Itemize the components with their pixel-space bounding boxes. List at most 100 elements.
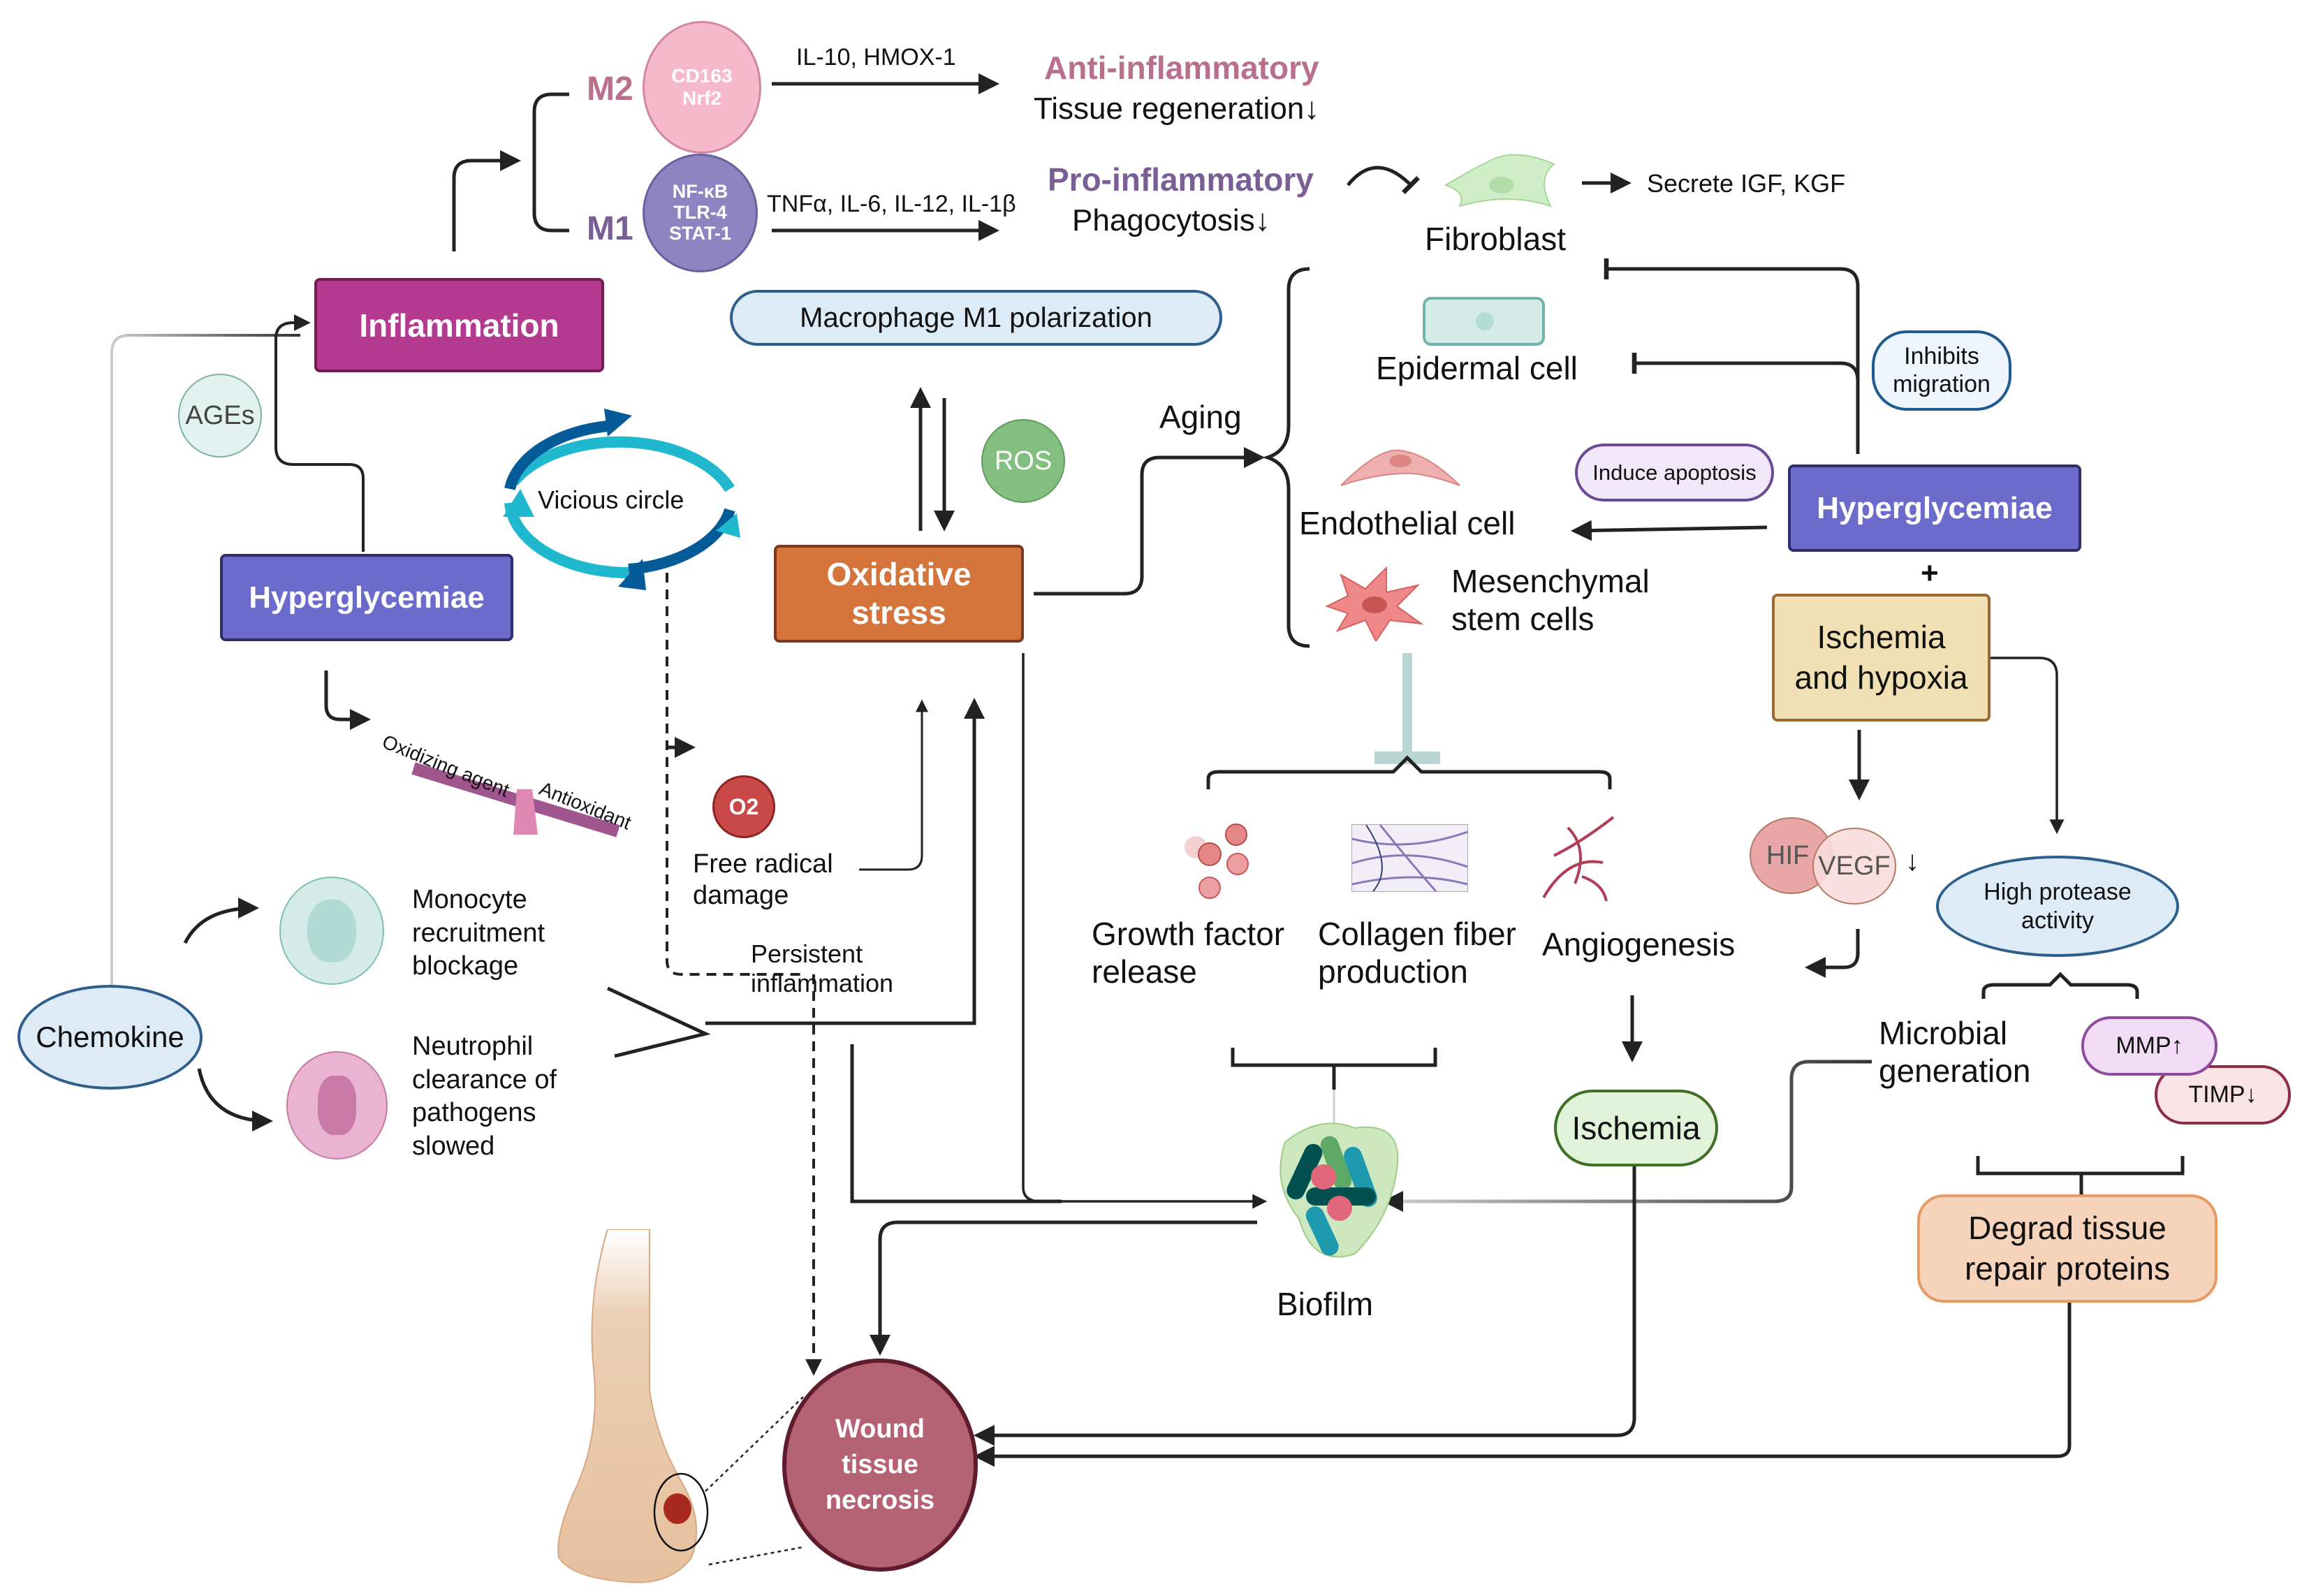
inhibits-migration-line: Inhibits [1904,343,1979,370]
arrow-degrad-wound [974,1303,2072,1467]
chemokine-ellipse: Chemokine [17,985,203,1090]
monocyte-label: Monocyte recruitment blockage [412,884,545,983]
angiogenesis-icon [1540,814,1617,902]
growth-factor-line: Growth factor [1092,916,1285,952]
fibroblast-cell-icon [1439,150,1557,213]
arrow-persistent-biofilm [850,1044,1062,1203]
arrow-hyper-to-inflammation [274,314,365,552]
vegf-down-arrow: ↓ [1905,846,1919,877]
monocyte-line: blockage [412,951,519,981]
arrow-ischemia-protease [1991,657,2065,835]
persistent-inflammation-line: inflammation [751,969,894,998]
m1-macrophage-cell: NF-κB TLR-4 STAT-1 [643,154,758,272]
inhibits-migration-line: migration [1893,370,1991,397]
vegf-label: VEGF [1818,851,1891,881]
converge-chevron [606,986,711,1058]
wound-tissue-necrosis-circle: Wound tissue necrosis [782,1359,978,1572]
hyperglycemia-left-label: Hyperglycemiae [249,580,485,615]
m2-marker: Nrf2 [682,87,721,109]
microbial-line: Microbial [1879,1015,2008,1051]
ischemia-label: Ischemia [1571,1110,1701,1146]
m2-label: M2 [587,71,633,108]
neutrophil-line: clearance of [412,1064,557,1094]
free-radical-line: damage [693,880,789,910]
chemokine-label: Chemokine [36,1020,184,1053]
epidermal-cell-label: Epidermal cell [1376,350,1578,386]
wound-line: Wound [835,1414,925,1444]
arrow-free-radical-oxidative [859,699,928,871]
arrow-microbial-biofilm [1382,1060,1872,1212]
hyperglycemia-left-box: Hyperglycemiae [220,554,513,641]
inhibits-migration-pill: Inhibits migration [1872,330,2011,411]
arrow-ischemia-wound [974,1163,1636,1446]
high-protease-line: High protease [1984,878,2132,905]
fibroblast-label: Fibroblast [1425,221,1566,257]
m1-cytokines: TNFα, IL-6, IL-12, IL-1β [767,191,1016,217]
hyperglycemia-right-label: Hyperglycemiae [1817,490,2053,525]
ages-label: AGEs [185,400,255,430]
persistent-inflammation-label: Persistent inflammation [751,939,893,999]
vicious-arrowheads [503,409,740,590]
monocyte-line: Monocyte [412,885,527,914]
high-protease-line: activity [2021,907,2094,934]
arrow-vegf-to-angio [1805,929,1860,978]
growth-factor-icon [1180,821,1257,901]
induce-apoptosis-pill: Induce apoptosis [1575,444,1774,502]
collagen-line: Collagen fiber [1318,916,1516,952]
macrophage-bracket [532,92,569,233]
ages-circle: AGEs [178,374,262,457]
arrow-hyper-oxidizing [324,671,371,730]
wound-line: tissue [842,1449,918,1479]
degrad-line: repair proteins [1964,1250,2171,1287]
macrophage-m1-polarization-label: Macrophage M1 polarization [800,302,1152,333]
ros-label: ROS [994,446,1053,476]
monocyte-cell-icon [279,877,384,985]
m2-effect-title: Anti-inflammatory [1044,50,1319,86]
monocyte-line: recruitment [412,918,545,948]
induce-apoptosis-label: Induce apoptosis [1592,460,1757,485]
inflammation-box: Inflammation [314,278,604,372]
degrad-tissue-box: Degrad tissue repair proteins [1917,1194,2217,1303]
ischemia-hypoxia-box: Ischemia and hypoxia [1772,594,1991,722]
mesenchymal-line: Mesenchymal [1451,563,1650,599]
mmp-label: MMP↑ [2116,1032,2183,1059]
inflammation-label: Inflammation [359,307,559,344]
mesenchymal-label: Mesenchymal stem cells [1451,562,1650,638]
mesenchymal-line: stem cells [1451,601,1594,638]
growth-factor-line: release [1092,953,1197,990]
aging-brace [1262,267,1310,648]
degrad-line: Degrad tissue [1968,1210,2167,1246]
wound-line: necrosis [825,1486,935,1516]
plus-sign: + [1921,556,1939,590]
arrow-persistent-oxidative [705,698,985,1025]
arrow-oxidative-aging [1034,447,1265,596]
free-radical-line: Free radical [693,849,833,879]
arrow-hyper-endothelial [1571,520,1768,541]
m1-label: M1 [587,210,633,247]
protease-brace [1981,972,2139,999]
high-protease-ellipse: High protease activity [1936,856,2179,957]
inhibit-fibroblast [1604,258,1860,454]
vicious-circle-arrows [504,420,735,579]
ischemia-hypoxia-line: Ischemia [1817,619,1946,655]
chemokine-inhibit-line [110,334,300,1013]
timp-label: TIMP↓ [2188,1081,2257,1108]
ros-circle: ROS [981,419,1065,503]
degrad-bracket [1976,1156,2185,1194]
angiogenesis-label: Angiogenesis [1542,926,1736,962]
m2-macrophage-cell: CD163 Nrf2 [643,21,761,154]
m2-effect-detail: Tissue regeneration↓ [1034,91,1320,126]
collagen-line: production [1318,953,1468,990]
superoxide-icon: O2 [712,775,775,838]
timp-pill: TIMP↓ [2155,1065,2291,1125]
inhibit-epidermal [1632,353,1860,381]
microbial-line: generation [1879,1053,2031,1090]
biofilm-icon [1257,1114,1411,1264]
biofilm-label: Biofilm [1277,1286,1374,1322]
neutrophil-line: pathogens [412,1098,536,1127]
m1-marker: NF-κB [672,181,728,203]
neutrophil-cell-icon [286,1051,388,1159]
vegf-circle: VEGF [1812,828,1896,905]
balance-scale-icon [411,762,620,837]
